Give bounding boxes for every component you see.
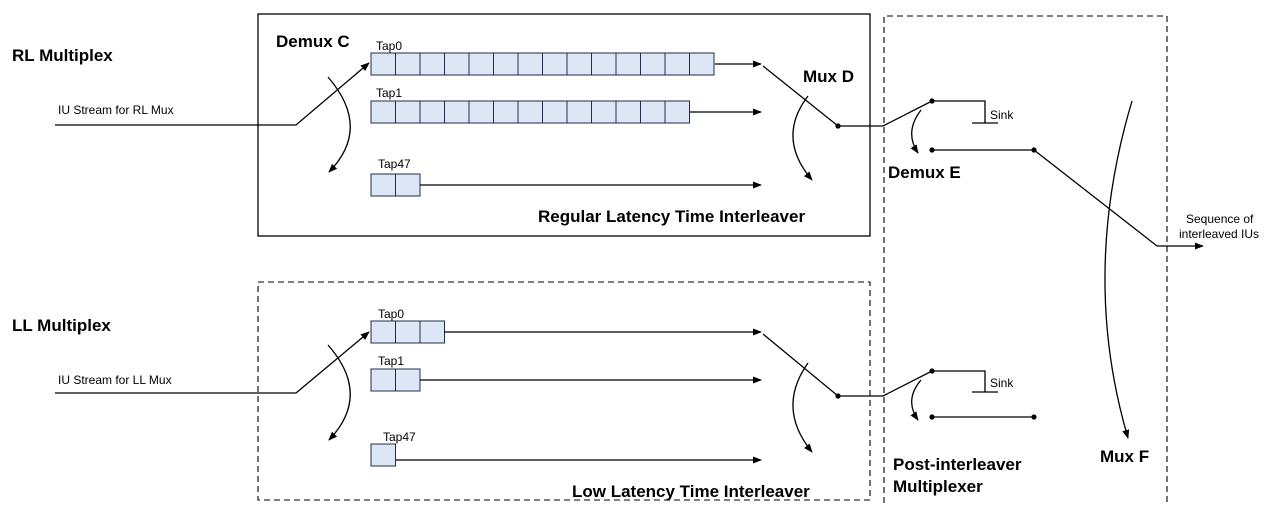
post-interleaver-title-line1: Post-interleaver [893,455,1022,474]
rl-tap0-cell [370,52,396,76]
ll-multiplex-title: LL Multiplex [12,316,111,335]
sink-bottom-label: Sink [990,376,1014,390]
ll-tap1-cell [395,368,421,392]
ll-tap0-shift-register [370,320,445,344]
rl-multiplex-title: RL Multiplex [12,46,113,65]
ll-interleaver-frame [257,281,871,501]
rl-input-label: IU Stream for RL Mux [58,103,174,117]
rl-input-line [55,62,370,126]
demux-c-arc [327,76,351,173]
rl-tap1-cell [566,100,592,124]
rl-tap1-cell [444,100,470,124]
rl-tap47-label: Tap47 [378,157,411,171]
rl-tap0-cell [615,52,641,76]
ll-tap1-label: Tap1 [378,354,404,368]
ll-tap0-cell [370,320,396,344]
ll-switch-arc [910,379,922,421]
ll-tap1-shift-register [370,368,421,392]
rl-tap0-cell [419,52,445,76]
ll-tap0-label: Tap0 [378,307,404,321]
demux-c-label: Demux C [276,32,350,51]
rl-tap1-cell [395,100,421,124]
mux-f-label: Mux F [1100,447,1149,466]
output-label-line2: interleaved IUs [1179,227,1259,241]
rl-tap0-cell [542,52,568,76]
mux-d-arc [792,95,813,181]
rl-tap47-cell [395,173,421,197]
rl-tap0-cell [566,52,592,76]
rl-tap1-cell [640,100,666,124]
ll-mux-arc [792,362,813,453]
ll-tap47-shift-register [370,443,396,467]
ll-switch-end-dot [1031,414,1037,420]
sink-top-label: Sink [990,108,1014,122]
mux-f-arc [1104,100,1133,439]
demux-e-arc [910,109,922,154]
output-label-line1: Sequence of [1186,212,1254,226]
ll-demux-arc [327,344,351,441]
rl-tap0-cell [640,52,666,76]
rl-tap1-cell [664,100,690,124]
sink-top-line [932,100,986,123]
rl-tap0-cell [517,52,543,76]
mux-d-output-line [762,65,933,127]
rl-tap47-cell [370,173,396,197]
ll-input-label: IU Stream for LL Mux [58,373,172,387]
rl-tap0-cell [468,52,494,76]
post-interleaver-frame [883,15,1168,503]
rl-tap0-cell [444,52,470,76]
rl-interleaver-title: Regular Latency Time Interleaver [538,207,805,226]
ll-mux-output-line [762,333,933,397]
rl-tap0-cell [395,52,421,76]
demux-e-label: Demux E [888,163,961,182]
rl-tap1-cell [370,100,396,124]
ll-mux-junction [835,393,841,399]
output-line [1033,149,1204,250]
rl-tap1-cell [419,100,445,124]
rl-tap1-shift-register [370,100,690,124]
mux-d-junction [835,123,841,129]
rl-tap1-cell [542,100,568,124]
rl-tap1-label: Tap1 [376,86,402,100]
rl-tap1-cell [493,100,519,124]
rl-tap0-shift-register [370,52,715,76]
rl-tap0-cell [689,52,715,76]
post-interleaver-title-line2: Multiplexer [893,477,983,496]
rl-tap47-shift-register [370,173,421,197]
mux-d-label: Mux D [803,67,854,86]
ll-input-line [55,331,370,394]
rl-tap0-cell [664,52,690,76]
ll-tap47-cell [370,443,396,467]
rl-tap1-cell [468,100,494,124]
ll-tap1-cell [370,368,396,392]
ll-tap0-cell [395,320,421,344]
rl-tap0-label: Tap0 [376,39,402,53]
rl-tap1-cell [591,100,617,124]
sink-bottom-line [932,370,986,392]
rl-tap1-cell [517,100,543,124]
ll-interleaver-title: Low Latency Time Interleaver [572,482,810,501]
ll-tap47-label: Tap47 [383,430,416,444]
ll-tap0-cell [419,320,445,344]
rl-tap0-cell [591,52,617,76]
rl-tap0-cell [493,52,519,76]
rl-tap1-cell [615,100,641,124]
